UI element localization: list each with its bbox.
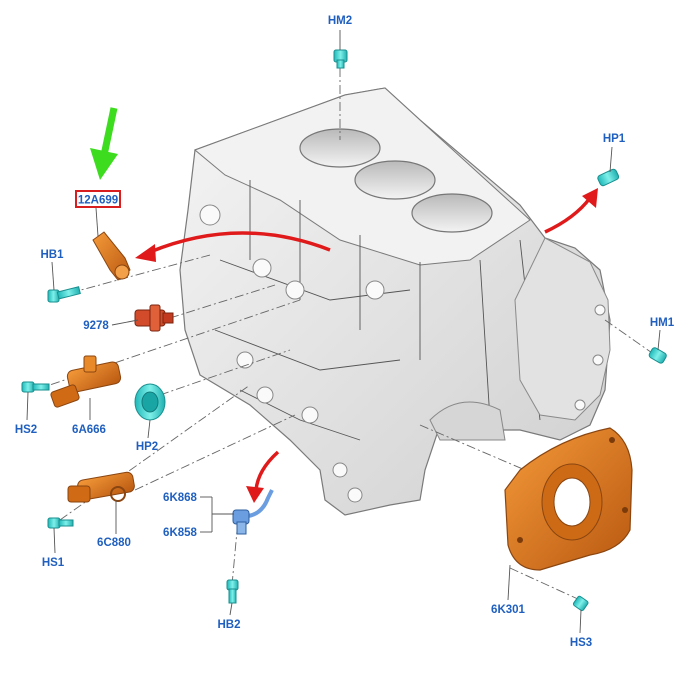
callout-hs3[interactable]: HS3 — [570, 637, 592, 649]
oil-pressure-sender-icon[interactable] — [134, 304, 174, 332]
solenoid-valve-icon[interactable] — [50, 355, 122, 408]
callout-hs1[interactable]: HS1 — [42, 557, 65, 569]
plug-icon[interactable] — [597, 168, 620, 187]
bolt-icon[interactable] — [47, 286, 81, 303]
screw-icon[interactable] — [21, 381, 50, 393]
callout-12a699[interactable]: 12A699 — [78, 195, 118, 207]
arrow-head-icon — [135, 244, 156, 262]
callout-hp1[interactable]: HP1 — [603, 133, 626, 145]
bolt-icon[interactable] — [333, 49, 348, 69]
plug-icon[interactable] — [648, 347, 667, 365]
rear-oil-seal-retainer-icon[interactable] — [504, 427, 633, 571]
callout-hm2[interactable]: HM2 — [328, 15, 352, 27]
engine-block — [179, 87, 611, 516]
callout-hp2[interactable]: HP2 — [136, 441, 158, 453]
callout-6a666[interactable]: 6A666 — [72, 424, 106, 436]
assembly-centerlines — [34, 68, 656, 601]
callout-9278[interactable]: 9278 — [83, 320, 109, 332]
callout-6k858[interactable]: 6K858 — [163, 527, 197, 539]
motion-arrows — [135, 188, 598, 503]
callout-hb2[interactable]: HB2 — [217, 619, 240, 631]
leader-lines — [26, 30, 661, 634]
pointer-arrow-icon — [90, 107, 118, 180]
control-valve-icon[interactable] — [67, 471, 135, 503]
piston-cooling-jet-icon[interactable] — [232, 489, 274, 535]
callout-hs2[interactable]: HS2 — [15, 424, 37, 436]
plug-icon[interactable] — [134, 383, 166, 421]
callout-6k301[interactable]: 6K301 — [491, 604, 525, 616]
callout-6k868[interactable]: 6K868 — [163, 492, 197, 504]
screw-icon[interactable] — [47, 517, 74, 529]
screw-icon[interactable] — [572, 595, 589, 612]
callout-6c880[interactable]: 6C880 — [97, 537, 131, 549]
cylinder-bores — [299, 128, 493, 233]
bolt-icon[interactable] — [226, 579, 239, 604]
callout-labels: HM2 HP1 12A699 HB1 9278 HM1 HS2 6A666 HP… — [15, 15, 675, 649]
arrow-head-icon — [582, 188, 598, 208]
callout-hm1[interactable]: HM1 — [650, 317, 675, 329]
arrow-head-icon — [246, 486, 264, 503]
crankshaft-sensor-icon[interactable] — [92, 231, 131, 281]
highlight-box — [75, 190, 121, 208]
callout-hb1[interactable]: HB1 — [40, 249, 64, 261]
